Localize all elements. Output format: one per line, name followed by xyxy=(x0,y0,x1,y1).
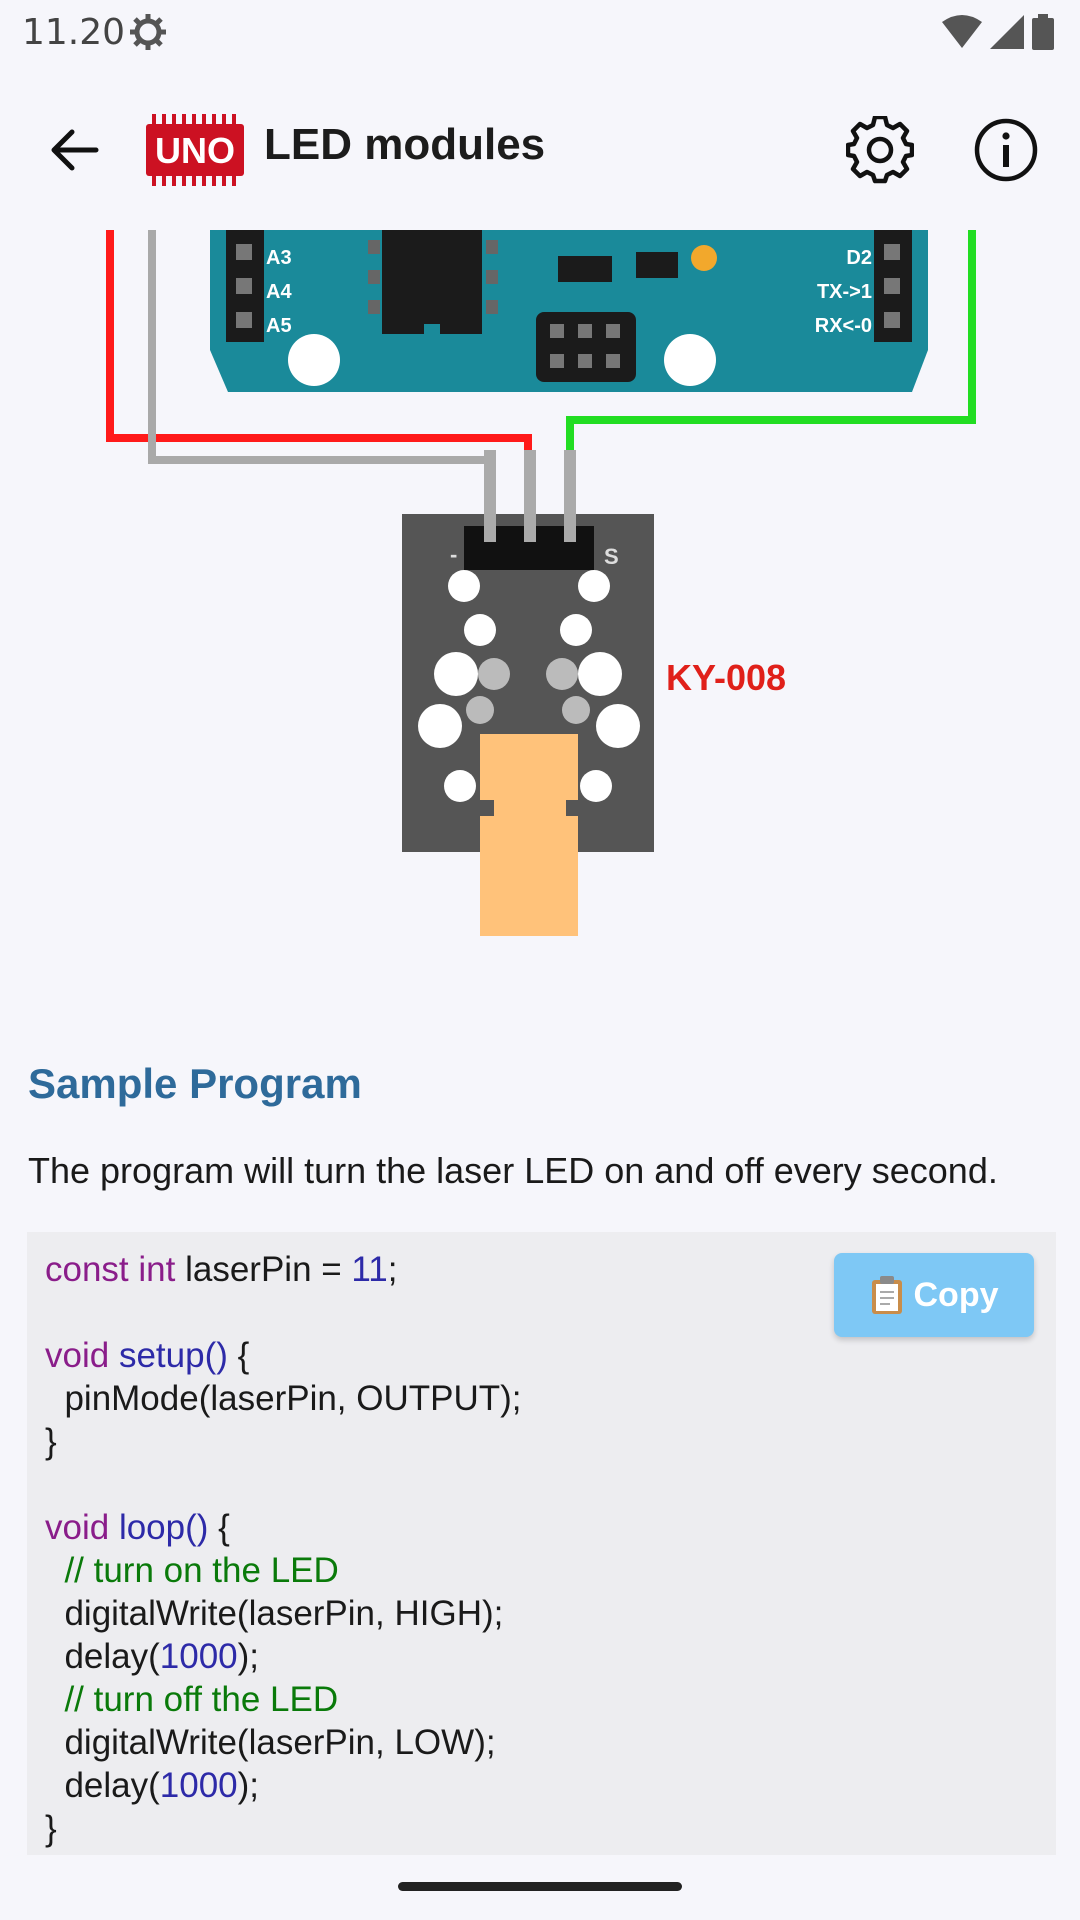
code-line: digitalWrite(laserPin, HIGH); xyxy=(45,1594,504,1633)
clipboard-icon xyxy=(871,1276,902,1314)
settings-status-icon xyxy=(130,14,166,50)
pin-label-a4: A4 xyxy=(266,281,292,303)
pin-label-a3: A3 xyxy=(266,247,292,269)
arduino-board: A3 A4 A5 D2 TX->1 RX<-0 xyxy=(210,230,928,392)
battery-icon xyxy=(1032,14,1054,50)
pin-label-rx: RX<-0 xyxy=(815,315,872,337)
home-indicator[interactable] xyxy=(398,1882,682,1891)
code-line: pinMode(laserPin, OUTPUT); xyxy=(45,1379,522,1418)
code-line: } xyxy=(45,1809,57,1848)
pin-label-tx: TX->1 xyxy=(817,281,872,303)
module-label: KY-008 xyxy=(666,657,786,698)
back-arrow-icon[interactable] xyxy=(46,122,102,178)
code-line: delay(1000); xyxy=(45,1766,260,1805)
uno-logo: UNO xyxy=(146,114,244,186)
pin-label-a5: A5 xyxy=(266,315,292,337)
pin-label-d2: D2 xyxy=(846,247,872,269)
info-icon[interactable] xyxy=(972,116,1040,184)
status-bar: 11.20 xyxy=(0,0,1080,64)
wiring-diagram: A3 A4 A5 D2 TX->1 RX<-0 xyxy=(106,230,976,936)
cell-signal-icon xyxy=(990,15,1024,49)
section-title: Sample Program xyxy=(28,1060,362,1107)
code-comment: // turn off the LED xyxy=(45,1680,339,1719)
logo-text: UNO xyxy=(155,130,235,171)
code-line: } xyxy=(45,1422,57,1461)
code-comment: // turn on the LED xyxy=(45,1551,339,1590)
module-pin-minus: - xyxy=(450,542,457,567)
wifi-icon xyxy=(942,15,982,48)
program-description: The program will turn the laser LED on a… xyxy=(28,1150,998,1191)
app-bar: UNO LED modules xyxy=(0,90,1080,205)
module-pin-s: S xyxy=(604,544,619,569)
code-line: const int laserPin = 11; xyxy=(45,1250,398,1289)
status-time: 11.20 xyxy=(22,12,126,53)
code-line: void setup() { xyxy=(45,1336,250,1375)
code-line: digitalWrite(laserPin, LOW); xyxy=(45,1723,496,1762)
gear-icon[interactable] xyxy=(846,116,914,184)
ky008-module: - S xyxy=(402,450,654,936)
page-title: LED modules xyxy=(264,120,546,169)
code-line: delay(1000); xyxy=(45,1637,260,1676)
code-line: void loop() { xyxy=(45,1508,230,1547)
copy-button-label: Copy xyxy=(913,1275,999,1314)
copy-button[interactable]: Copy xyxy=(834,1253,1034,1337)
